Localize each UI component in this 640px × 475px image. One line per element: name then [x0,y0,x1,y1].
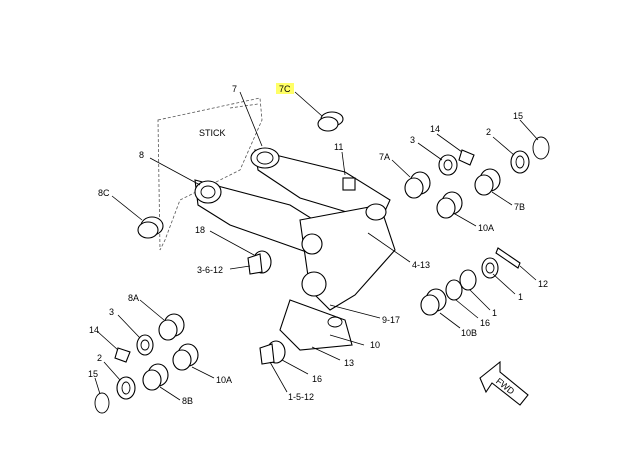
clip-14-lower [114,347,131,363]
clip-14-upper [458,149,475,166]
callout-10b: 10B [461,328,477,338]
leader-11 [341,151,346,176]
callout-3-upper: 3 [410,135,415,145]
washer-3-lower [136,334,154,356]
callout-15-lower: 15 [88,369,98,379]
leader-1 [492,273,516,295]
pin-18 [247,250,272,275]
callout-9-17: 9-17 [382,315,400,325]
leader-10a-lower [191,366,215,379]
pin-12 [495,247,521,269]
callout-7c-highlight [276,83,294,94]
callout-10: 10 [370,340,380,350]
bushing-7c [317,111,344,132]
leader-2-upper [492,136,515,156]
bushing-7a [404,171,431,199]
leader-16-right [455,299,479,319]
callout-12: 12 [538,279,548,289]
stick-outline [157,97,263,251]
bushing-7b [474,168,501,196]
leader-3-lower [117,314,141,339]
bushing-8b [142,363,169,391]
callout-14-lower: 14 [89,325,99,335]
stick-label: STICK [199,128,226,138]
callout-7: 7 [232,84,237,94]
bushing-10a-lower [172,343,199,371]
callout-3-6-12: 3-6-12 [197,265,223,275]
leader-7a [391,159,411,178]
yoke-bracket [279,203,396,351]
leader-1-right [469,289,491,311]
leader-12 [519,265,537,281]
ring-15-upper [532,136,550,160]
bushing-8c [137,216,164,239]
callout-16-right: 16 [480,318,490,328]
leader-3-6-12 [229,265,251,270]
leader-7b [491,191,513,206]
leader-10a-upper [454,213,477,227]
bushing-8a [158,313,185,341]
washer-3-upper [438,154,458,176]
leader-10b [439,312,461,329]
pin-1-5-12 [259,340,286,365]
leader-14-lower [97,331,119,351]
washer-2-upper [510,150,530,174]
ring-15-lower [94,392,110,414]
callout-7c: 7C [279,84,291,94]
callout-7b: 7B [514,202,525,212]
callout-2-lower: 2 [97,353,102,363]
callout-11: 11 [334,142,343,152]
fwd-arrow-icon [479,360,529,406]
leader-15-upper [519,119,539,141]
callout-1: 1 [518,292,523,302]
bushing-10b [420,288,447,316]
leader-7c [294,91,323,117]
leader-1-5-12 [269,361,288,393]
callout-7a: 7A [379,152,390,162]
callout-13: 13 [344,358,354,368]
bushing-10a-upper [436,191,463,219]
callout-1-right: 1 [492,308,497,318]
callout-18: 18 [195,225,205,235]
callout-1-5-12: 1-5-12 [288,392,314,402]
leader-7 [239,91,263,147]
leader-8c [111,195,143,221]
leader-15-lower [94,377,101,395]
leader-3-upper [417,142,443,161]
callout-8: 8 [139,150,144,160]
washer-2-lower [116,376,136,400]
leader-16-lower [281,359,309,375]
leader-18 [209,230,255,256]
leader-13 [311,346,341,361]
callout-16-lower: 16 [312,374,322,384]
callout-2-upper: 2 [486,127,491,137]
leader-10 [329,334,365,346]
leader-8a [139,299,165,321]
leader-8 [149,157,201,186]
callout-3-lower: 3 [109,307,114,317]
callout-4-13: 4-13 [412,260,430,270]
callout-8b: 8B [182,396,193,406]
leader-14-upper [436,133,463,153]
leader-4-13 [367,232,411,263]
callout-15-upper: 15 [513,111,523,121]
callout-14-upper: 14 [430,124,440,134]
callout-10a-lower: 10A [216,375,232,385]
callout-8a: 8A [128,293,139,303]
fitting-11 [342,177,356,191]
leader-8b [159,386,181,401]
leader-9-17 [329,304,381,319]
washer-1 [481,257,499,279]
callout-8c: 8C [98,188,110,198]
washers-right [445,269,477,301]
callout-10a-upper: 10A [478,223,494,233]
leader-2-lower [103,361,121,381]
